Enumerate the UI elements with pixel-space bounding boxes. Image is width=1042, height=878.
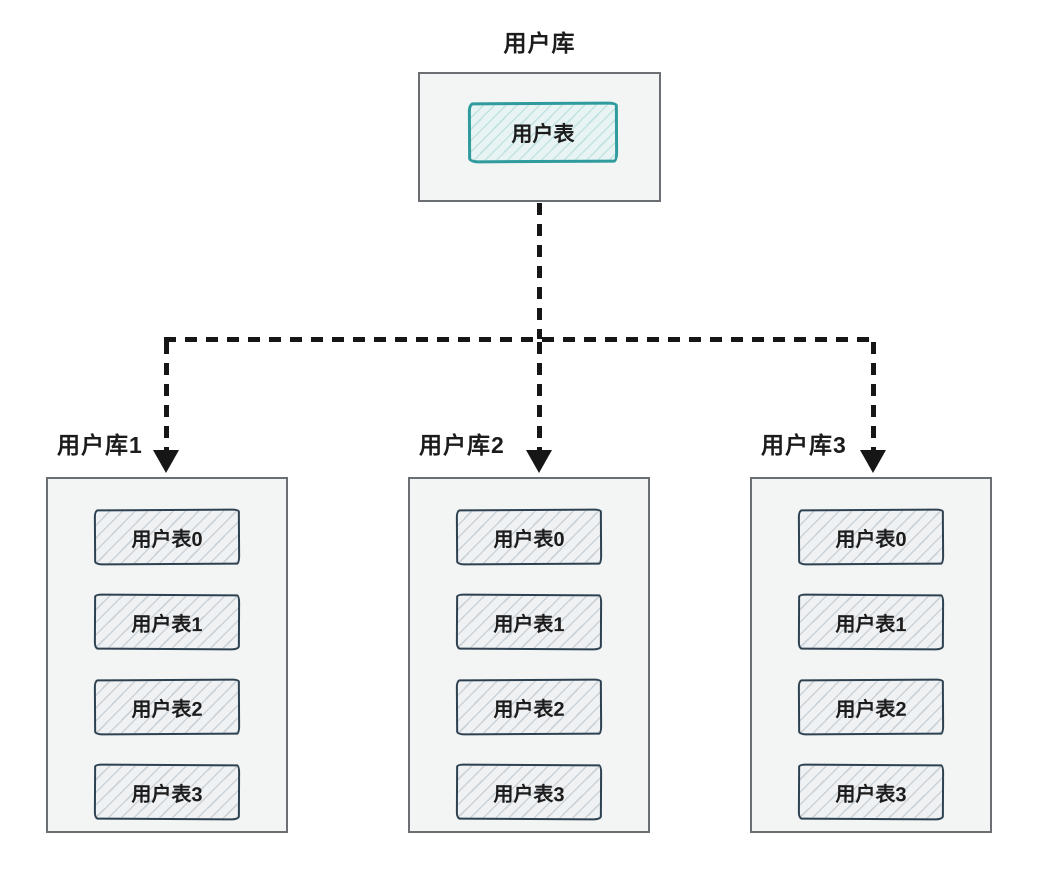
table-box: 用户表1 (797, 593, 945, 651)
shard3-box: 用户表0 用户表1 用户表2 用户表3 (750, 477, 992, 833)
table-box: 用户表3 (455, 763, 603, 821)
root-table-label: 用户表 (511, 122, 575, 146)
shard3-title: 用户库3 (761, 432, 847, 458)
connector-middle-vertical (537, 342, 542, 451)
table-box: 用户表3 (797, 763, 945, 821)
table-box: 用户表2 (93, 678, 241, 736)
arrow-down-icon (526, 450, 552, 473)
shard2-box: 用户表0 用户表1 用户表2 用户表3 (408, 477, 650, 833)
table-box: 用户表2 (797, 678, 945, 736)
connector-right-vertical (871, 342, 876, 451)
arrow-down-icon (153, 450, 179, 473)
shard2-title: 用户库2 (419, 432, 505, 458)
shard1-title: 用户库1 (57, 432, 143, 458)
table-box: 用户表0 (455, 508, 603, 566)
table-box: 用户表3 (93, 763, 241, 821)
table-box: 用户表0 (93, 508, 241, 566)
connector-root-vertical (537, 203, 542, 339)
arrow-down-icon (860, 450, 886, 473)
table-box: 用户表1 (93, 593, 241, 651)
table-box: 用户表2 (455, 678, 603, 736)
root-db-title: 用户库 (503, 30, 576, 56)
root-table-box: 用户表 (467, 101, 619, 164)
connector-left-vertical (164, 342, 169, 451)
shard1-box: 用户表0 用户表1 用户表2 用户表3 (46, 477, 288, 833)
table-box: 用户表1 (455, 593, 603, 651)
table-box: 用户表0 (797, 508, 945, 566)
connector-horizontal-bus (164, 337, 876, 342)
